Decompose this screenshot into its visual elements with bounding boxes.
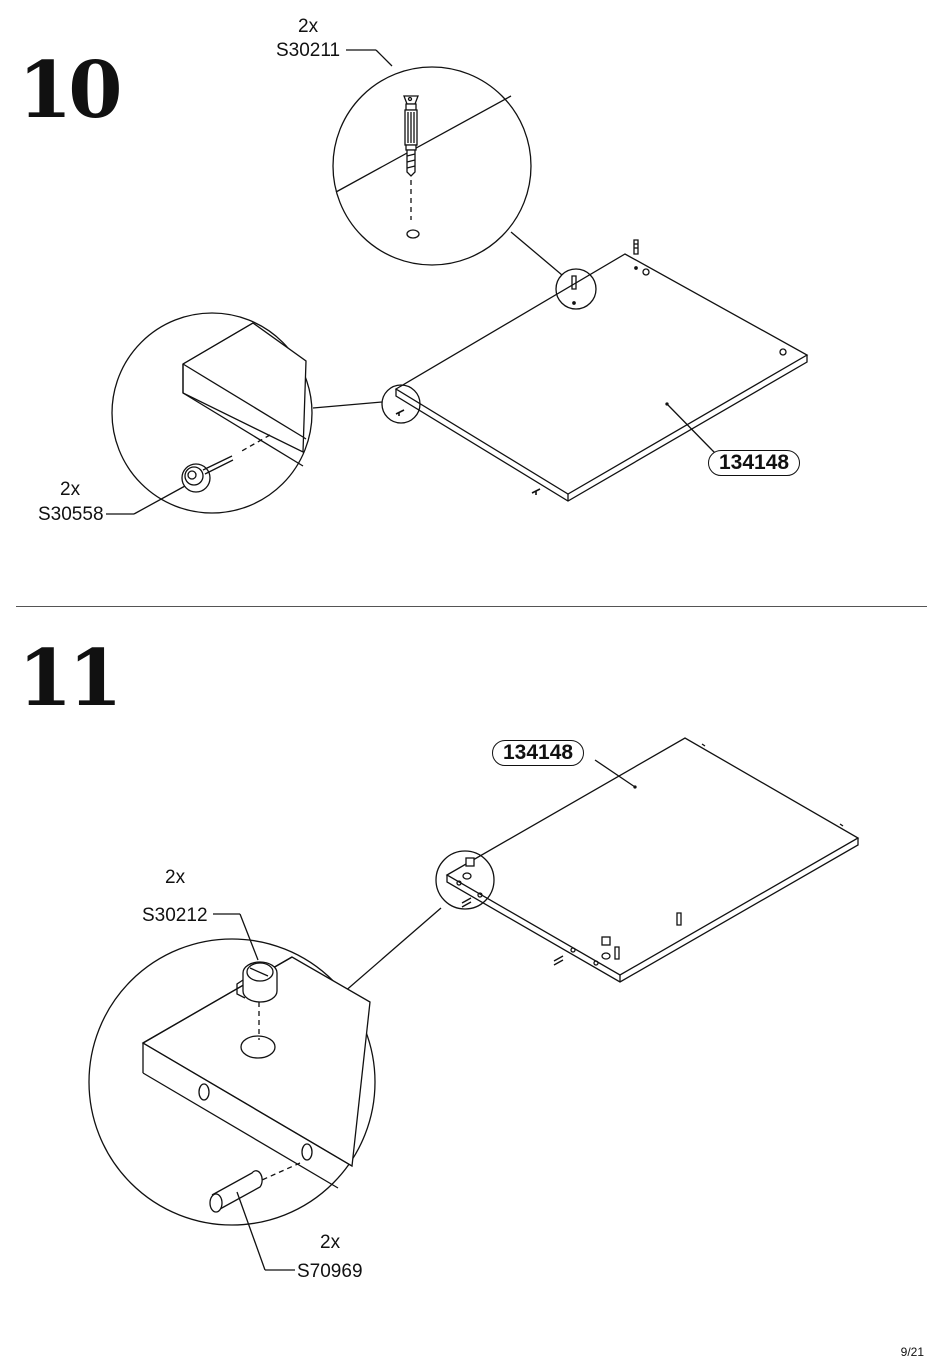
detail-circle-cam-lock [88,938,376,1226]
detail-circle-glide [111,312,313,514]
part-qty: 2x [320,1232,341,1253]
step-number: 11 [18,633,123,724]
part-code: S70969 [297,1261,363,1282]
detail-marker-glide [381,384,421,424]
step-divider [16,606,927,607]
detail-circle-cam-bolt [332,66,532,266]
step-number: 10 [18,45,123,136]
detail-marker-cam-bolt [555,268,597,310]
panel-134148-step11 [445,737,860,983]
page-number: 9/21 [900,1345,924,1359]
detail-marker-cam-lock [435,850,495,910]
part-qty: 2x [165,867,186,888]
part-qty: 2x [298,16,319,37]
part-code: S30212 [142,905,208,926]
panel-id-label: 134148 [708,450,801,476]
panel-id-label: 134148 [492,740,585,766]
part-qty: 2x [60,479,81,500]
part-code: S30211 [276,40,341,61]
part-code: S30558 [38,504,104,525]
